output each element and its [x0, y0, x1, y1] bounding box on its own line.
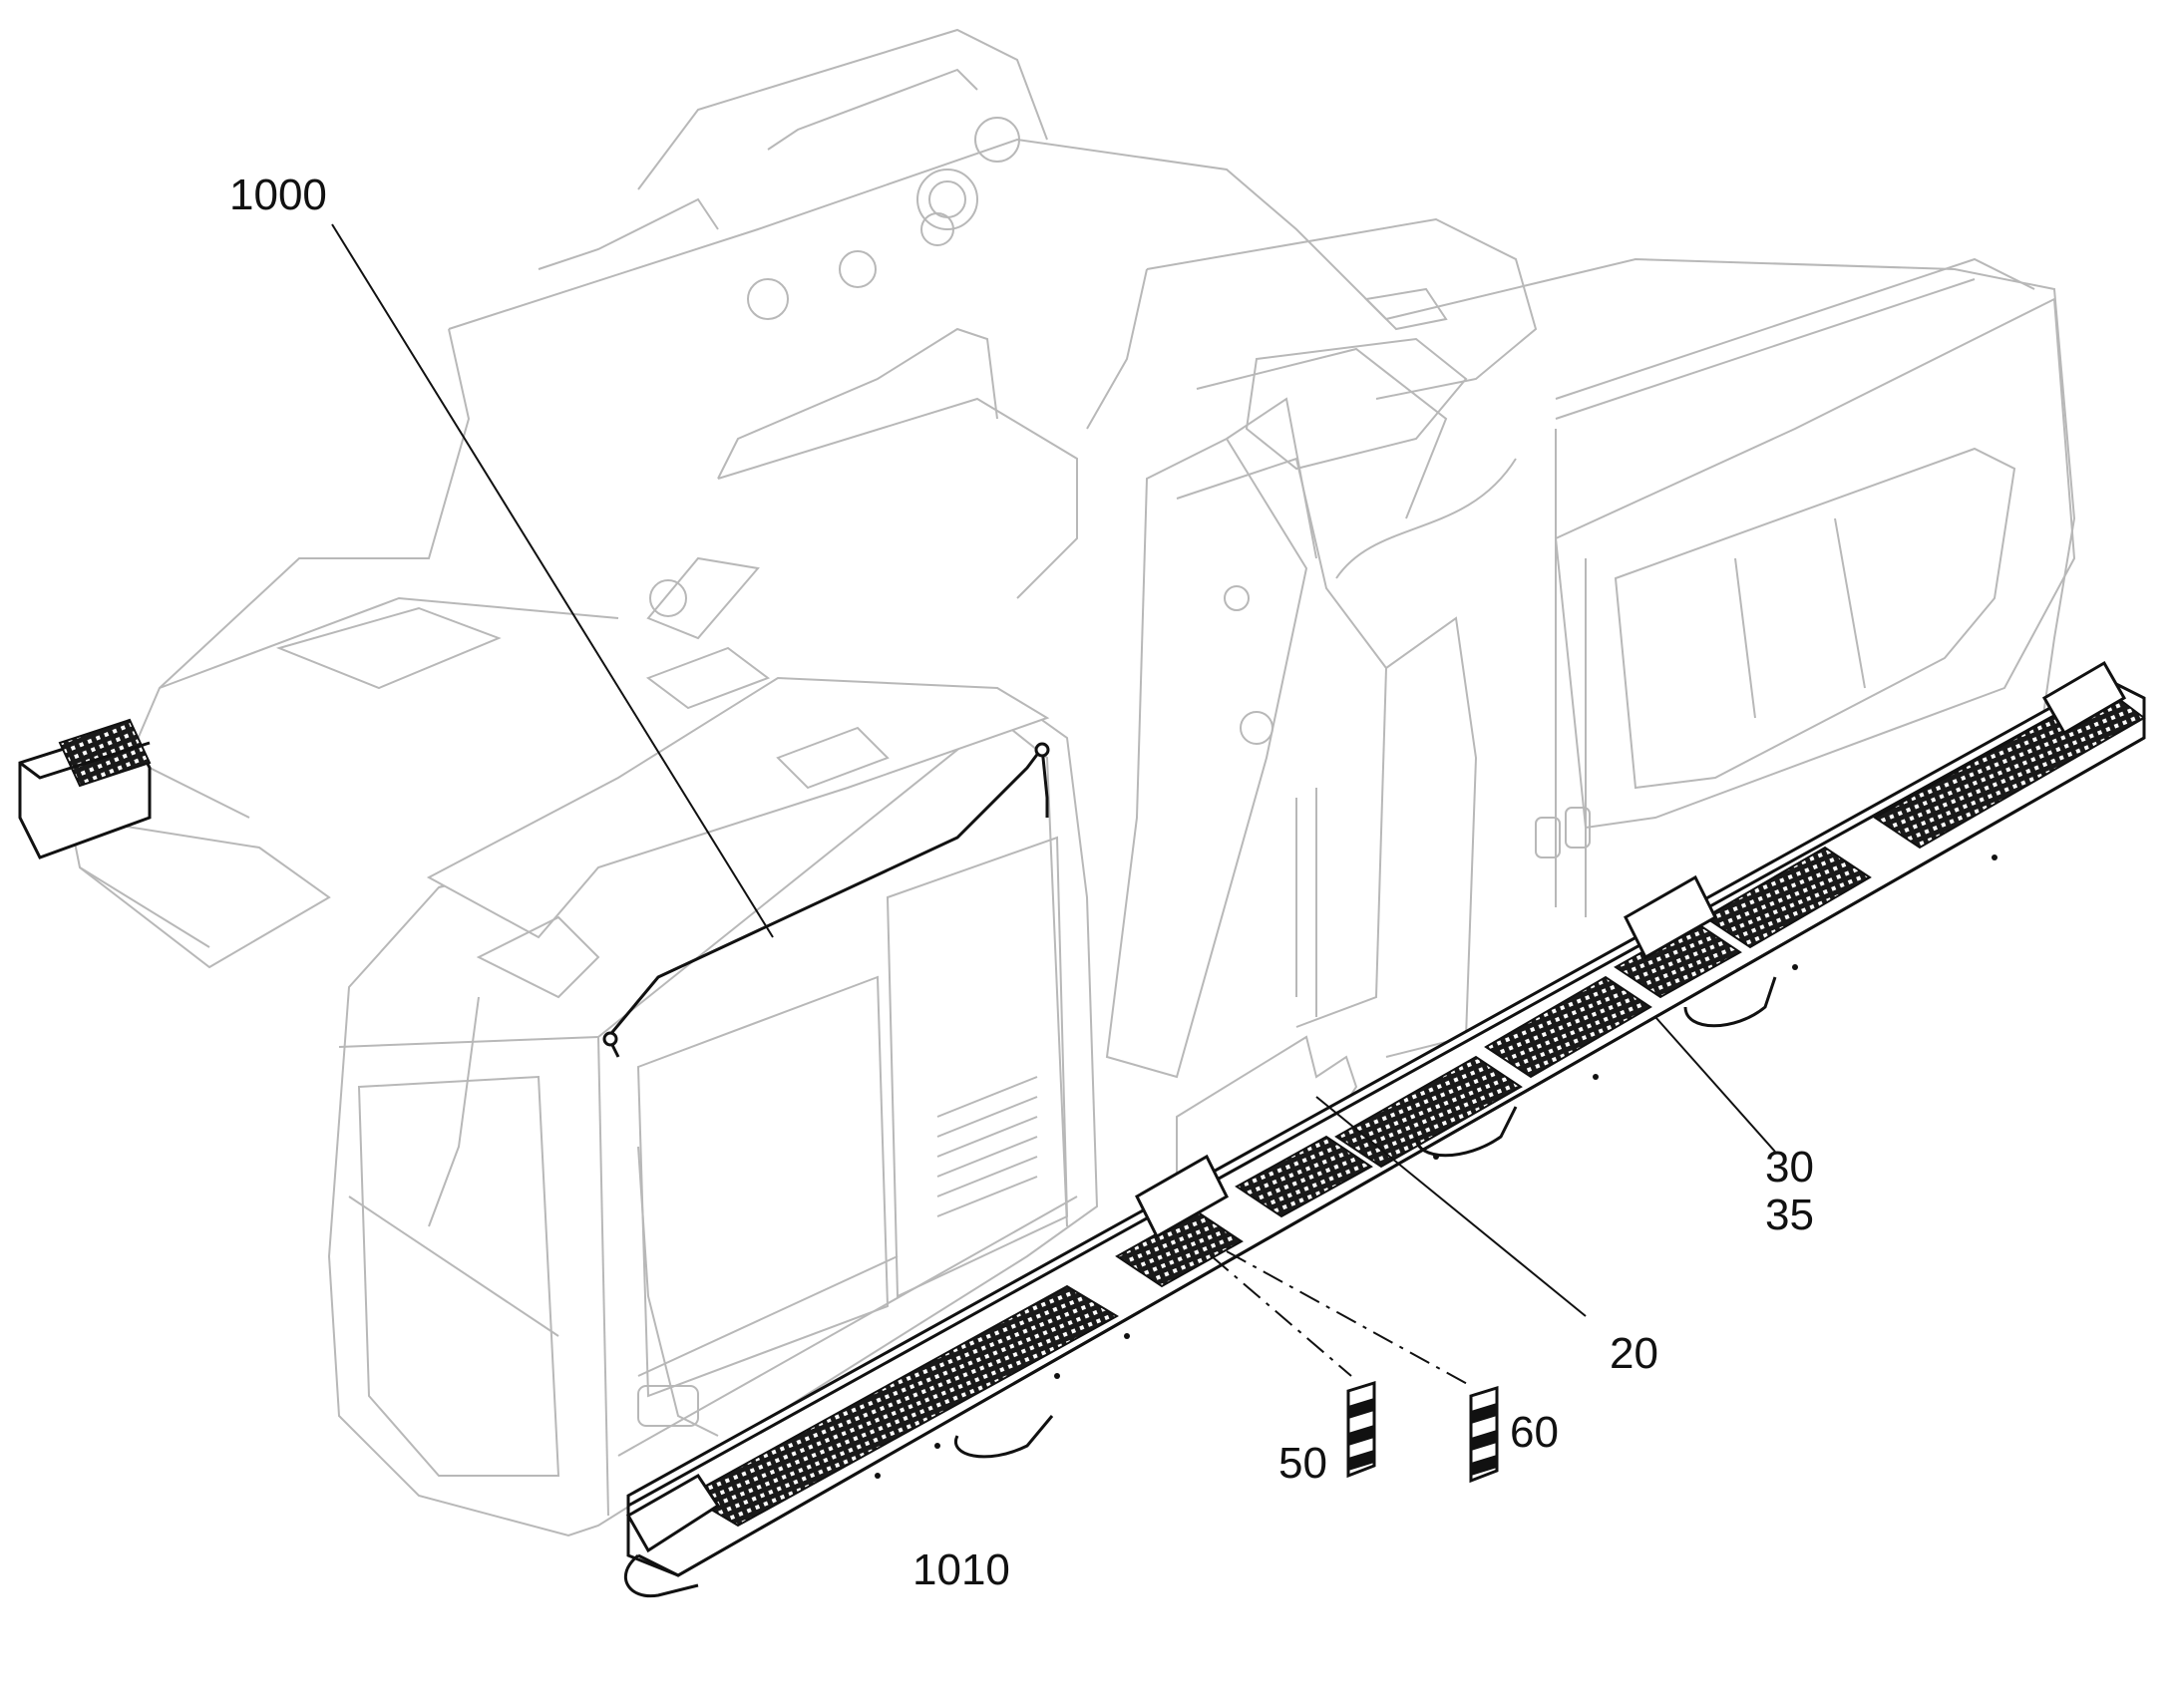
pad-60 [1469, 1385, 1499, 1484]
leader-1000 [331, 223, 774, 938]
label-1010: 1010 [912, 1545, 1010, 1594]
label-20: 20 [1610, 1329, 1658, 1378]
machine-body [18, 28, 2076, 1079]
pad-50 [1346, 1380, 1376, 1479]
extension-line-50 [1211, 1255, 1352, 1377]
leader-30 [1654, 1016, 1776, 1153]
operator-cab [327, 646, 1099, 1537]
label-50: 50 [1278, 1439, 1327, 1488]
cab-handrail [602, 742, 1050, 1058]
leader-20 [1315, 1096, 1587, 1317]
label-60: 60 [1510, 1408, 1559, 1457]
label-30: 30 [1765, 1143, 1814, 1192]
label-35: 35 [1765, 1191, 1814, 1239]
label-1000: 1000 [229, 171, 327, 219]
extension-line-60 [1226, 1250, 1472, 1387]
walkway-assembly [624, 660, 2146, 1598]
